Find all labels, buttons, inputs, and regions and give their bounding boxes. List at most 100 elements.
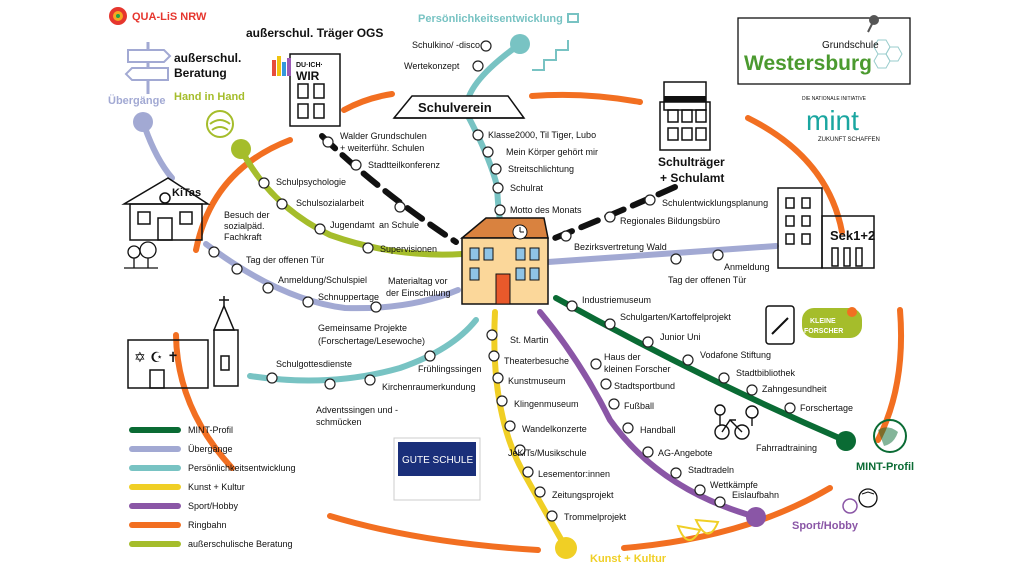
station-stop (534, 486, 546, 498)
station-stop (262, 282, 274, 294)
stops (208, 40, 796, 522)
stop-label: Anmeldung (724, 262, 770, 272)
stop-label: Motto des Monats (510, 205, 582, 215)
station-stop (784, 402, 796, 414)
station-stop (560, 230, 572, 242)
stop-label: Schulrat (510, 183, 544, 193)
stop-label: schmücken (316, 417, 362, 427)
sport-terminal (746, 507, 766, 527)
stop-label: Besuch der (224, 210, 270, 220)
svg-text:✡ ☪ ✝: ✡ ☪ ✝ (134, 350, 179, 366)
ring-line (173, 91, 905, 553)
kitas-header: KiTas (172, 187, 201, 199)
station-stop (496, 395, 508, 407)
church-icon (212, 296, 239, 387)
stop-label: St. Martin (510, 335, 549, 345)
mint-big: mint (806, 105, 859, 136)
climbing-stairs-icon (532, 13, 579, 71)
stop-label: Tag der offenen Tür (246, 255, 324, 265)
legend: MINT-ProfilÜbergängePersönlichkeitsentwi… (129, 425, 296, 549)
legend-label: außerschulische Beratung (188, 539, 293, 549)
station-stop (472, 60, 484, 72)
station-stop (322, 136, 334, 148)
station-stop (480, 40, 492, 52)
station-stop (600, 378, 612, 390)
stop-label: sozialpäd. (224, 221, 265, 231)
sek-line (545, 243, 779, 265)
legend-label: Ringbahn (188, 520, 227, 530)
kleine-forscher-1: KLEINE (810, 318, 836, 325)
station-stop (522, 466, 534, 478)
station-stop (472, 129, 484, 141)
station-stop (494, 204, 506, 216)
qualis-logo-mark (109, 7, 127, 25)
sport-hobby-header: Sport/Hobby (792, 520, 859, 532)
kita-building-icon (121, 177, 211, 241)
stop-label: Zeitungsprojekt (552, 490, 614, 500)
legend-label: Kunst + Kultur (188, 482, 245, 492)
hand-header: Hand in Hand (174, 91, 245, 103)
theatre-masks-icon (676, 518, 720, 541)
church-line (247, 317, 479, 384)
station-stop (670, 467, 682, 479)
station-stop (694, 484, 706, 496)
schulverein-platform-icon (392, 95, 526, 119)
sek-header: Sek1+2 (830, 228, 875, 243)
bicycle-icon (714, 404, 759, 440)
station-stop (492, 182, 504, 194)
stop-label: Eislaufbahn (732, 490, 779, 500)
station-stop (642, 446, 654, 458)
stop-label: Stadtradeln (688, 465, 734, 475)
pe-line (463, 41, 523, 223)
ogs-header: außerschul. Träger OGS (246, 26, 383, 40)
station-stop (258, 177, 270, 189)
stop-label: Schulsozialarbeit (296, 198, 365, 208)
kleine-forscher-logo (802, 307, 862, 338)
stop-label: Adventssingen und - (316, 405, 398, 415)
ogs-building-icon (289, 53, 341, 127)
station-stop (350, 159, 362, 171)
school-building-icon[interactable] (459, 217, 549, 305)
mint-profil-header: MINT-Profil (856, 461, 914, 473)
du-ich-wir-bottom: WIR (296, 69, 320, 83)
kleine-forscher-2: FORSCHER (804, 328, 843, 335)
schultraeger-header-1: Schulträger (658, 155, 725, 169)
stop-label: Fußball (624, 401, 654, 411)
qualis-text: QUA-LiS NRW (132, 11, 207, 23)
uebergaenge-header: Übergänge (108, 94, 165, 107)
gute-schule-badge (393, 437, 481, 501)
station-stop (490, 163, 502, 175)
stop-label: Mein Körper gehört mir (506, 147, 598, 157)
schulverein-header: Schulverein (418, 100, 492, 115)
stop-label: Schulpsychologie (276, 177, 346, 187)
station-stop (604, 318, 616, 330)
station-stop (712, 249, 724, 261)
mint-top: DIE NATIONALE INITIATIVE (802, 96, 867, 102)
legend-label: MINT-Profil (188, 425, 233, 435)
beratung-header-2: Beratung (174, 66, 227, 80)
stop-label: Kirchenraumerkundung (382, 382, 476, 392)
uebergaenge-terminal (133, 112, 153, 132)
station-stop (276, 198, 288, 210)
stop-label: JeKiTs/Musikschule (508, 448, 587, 458)
stop-label: Schnuppertage (318, 292, 379, 302)
stop-label: Fachkraft (224, 232, 262, 242)
station-stop (208, 246, 220, 258)
kunst-line (491, 309, 569, 551)
station-stop (424, 350, 436, 362)
stop-label: Anmeldung/Schulspiel (278, 275, 367, 285)
kita-line (203, 241, 461, 312)
station-stop (394, 201, 406, 213)
station-stop (608, 398, 620, 410)
stop-label: Wettkämpfe (710, 480, 758, 490)
gute-schule-text: GUTE SCHULE (402, 455, 473, 466)
stop-label: Streitschlichtung (508, 164, 574, 174)
mint-line (553, 295, 849, 444)
station-stop (314, 223, 326, 235)
station-stop (302, 296, 314, 308)
station-stop (642, 336, 654, 348)
tablet-icon (765, 305, 795, 345)
beratung-header-1: außerschul. (174, 51, 241, 65)
